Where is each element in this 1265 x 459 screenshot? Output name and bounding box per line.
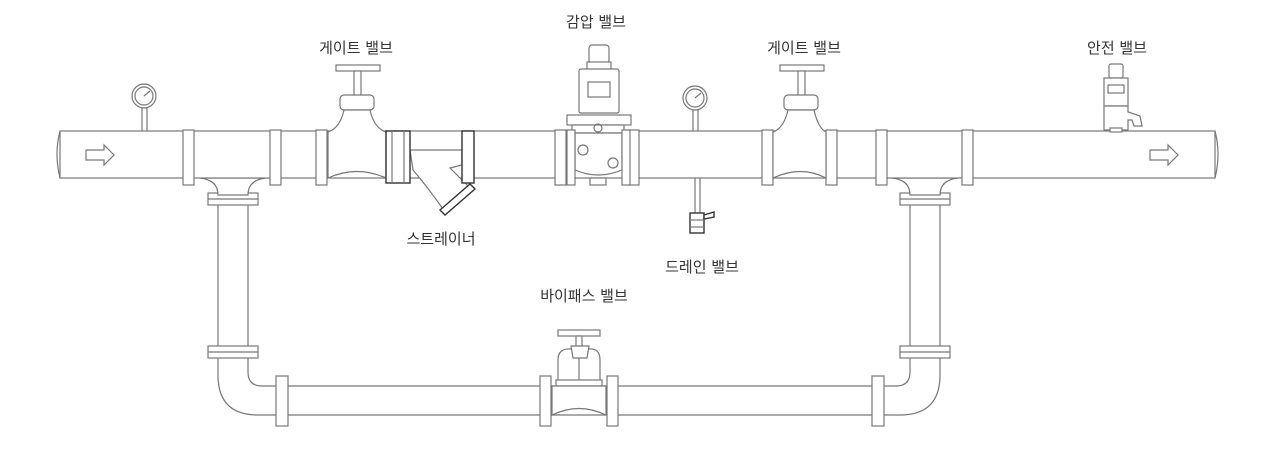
label-strainer: 스트레이너 <box>406 230 476 248</box>
pressure-reducing-valve <box>566 44 632 186</box>
label-bypass-valve: 바이패스 밸브 <box>540 287 628 305</box>
gate-valve-2 <box>772 64 827 179</box>
label-gate-valve-1: 게이트 밸브 <box>319 39 393 57</box>
flow-arrow-in-icon <box>85 143 115 167</box>
flanges <box>182 129 974 186</box>
drain-valve <box>689 178 715 234</box>
gate-valve-1 <box>327 64 387 179</box>
flow-arrow-out-icon <box>1149 143 1179 167</box>
strainer <box>385 130 477 216</box>
label-pressure-reducing-valve: 감압 밸브 <box>566 13 626 31</box>
safety-valve <box>1103 63 1143 133</box>
label-safety-valve: 안전 밸브 <box>1087 39 1147 57</box>
bypass-valve <box>539 329 619 427</box>
label-gate-valve-2: 게이트 밸브 <box>767 39 841 57</box>
pressure-gauge-2 <box>682 85 708 131</box>
pressure-gauge-1 <box>131 83 157 131</box>
label-drain-valve: 드레인 밸브 <box>665 258 739 276</box>
tee-right <box>891 177 959 196</box>
tee-left <box>199 177 267 196</box>
